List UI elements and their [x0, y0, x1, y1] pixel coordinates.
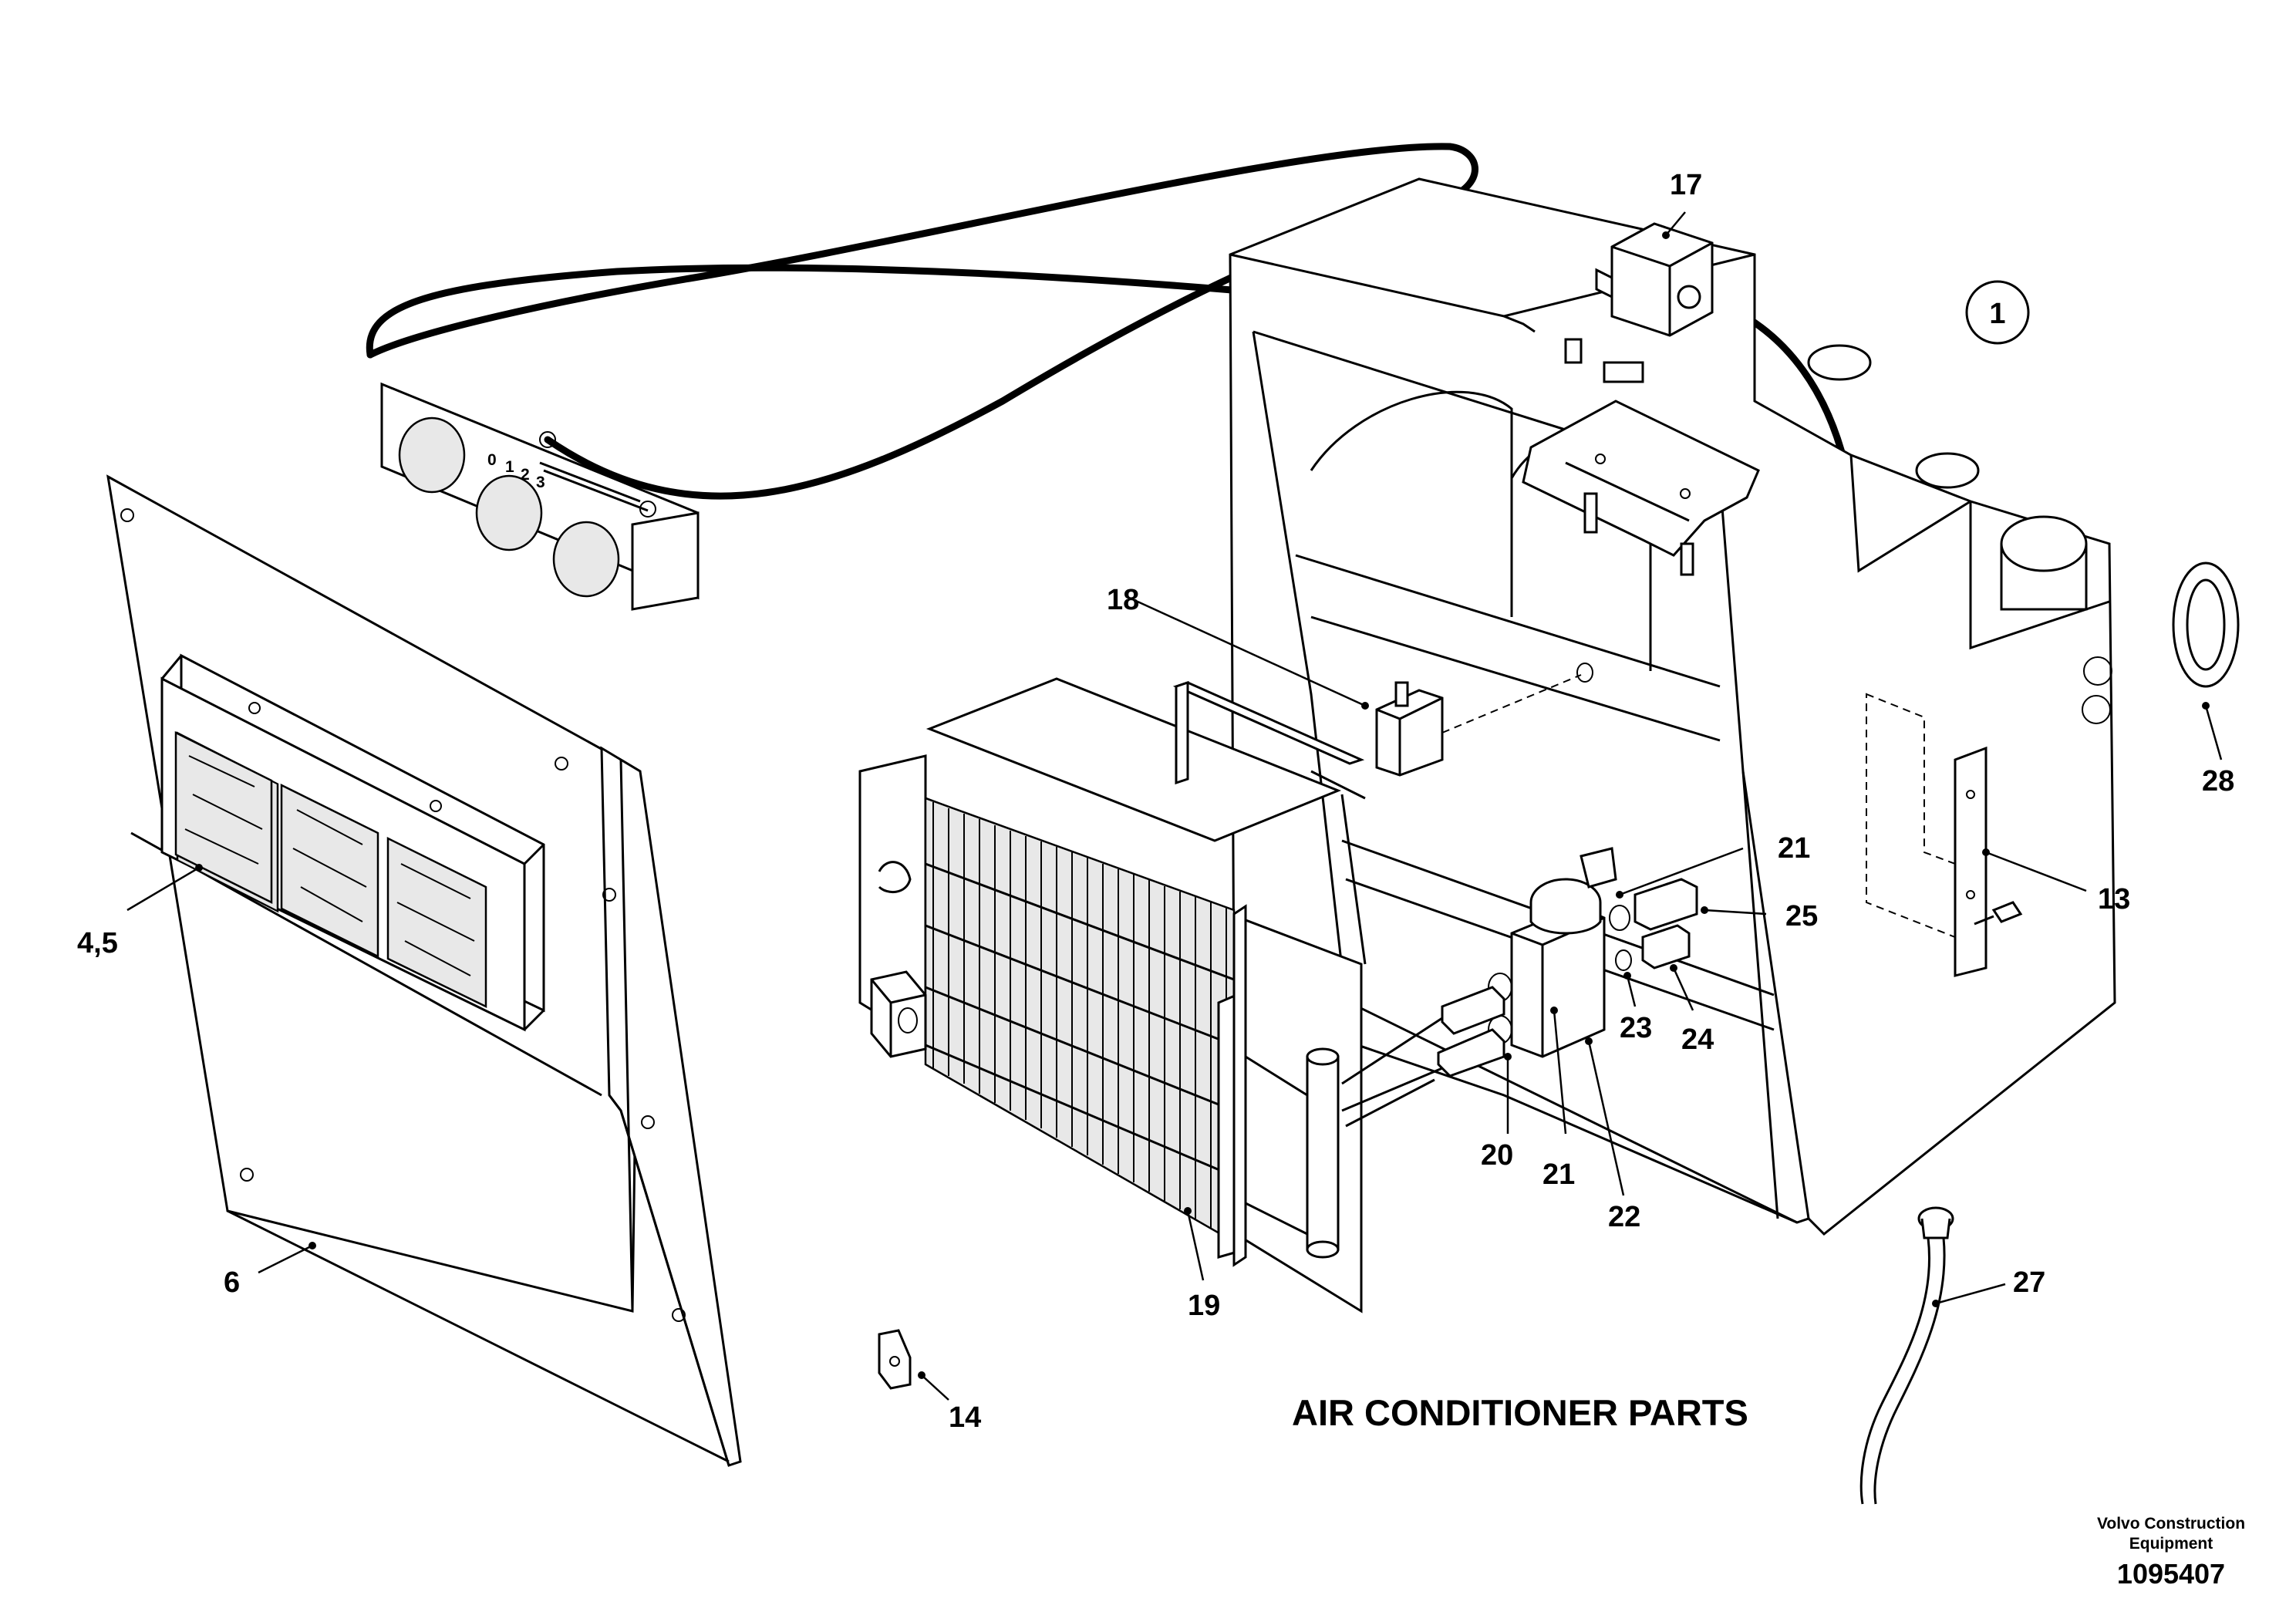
- callout-24: 24: [1681, 1023, 1714, 1056]
- callout-23: 23: [1620, 1012, 1652, 1044]
- callout-21-lower: 21: [1542, 1158, 1575, 1191]
- footer-company-line1: Volvo Construction: [2097, 1515, 2245, 1533]
- part-18-relay: [1375, 663, 1593, 777]
- callout-19: 19: [1188, 1290, 1220, 1322]
- view-marker: 1: [1965, 280, 2030, 345]
- expansion-valve-assembly: [1341, 847, 1698, 1128]
- screw-icon: [1974, 901, 2023, 926]
- callout-17: 17: [1670, 169, 1702, 201]
- dial-mark-3: 3: [536, 474, 545, 491]
- callout-18: 18: [1107, 584, 1139, 616]
- footer-company-line2: Equipment: [2129, 1535, 2213, 1553]
- callout-labels: 4,5 6 13 14 17 18 19 20 21 21 22 23 24 2…: [77, 169, 2234, 1434]
- callout-21-upper: 21: [1778, 832, 1810, 865]
- view-marker-label: 1: [1989, 298, 2005, 330]
- callout-27: 27: [2013, 1266, 2045, 1299]
- callout-14: 14: [949, 1401, 981, 1434]
- part-14-clip: [870, 970, 927, 1390]
- control-panel: 0 1 2 3: [380, 382, 700, 611]
- callout-13: 13: [2098, 883, 2130, 916]
- dial-mark-2: 2: [521, 466, 530, 484]
- leader-lines: [126, 211, 2223, 1401]
- part-27-drain-hose: [1859, 1206, 1954, 1505]
- callout-28: 28: [2202, 765, 2234, 798]
- callout-22: 22: [1608, 1201, 1640, 1233]
- callout-4-5: 4,5: [77, 927, 118, 959]
- dial-mark-1: 1: [505, 458, 514, 476]
- main-housing: [1229, 177, 2116, 1236]
- part-28-grommet: [2172, 561, 2240, 688]
- callout-6: 6: [224, 1266, 240, 1299]
- diagram-title: AIR CONDITIONER PARTS: [1292, 1392, 1748, 1433]
- footer-block: Volvo Construction Equipment 1095407: [2097, 1515, 2245, 1590]
- part-17-connector-box: [1595, 222, 1714, 337]
- part-19-evaporator-core: [858, 677, 1367, 1313]
- callout-25: 25: [1785, 900, 1818, 932]
- footer-drawing-number: 1095407: [2117, 1558, 2225, 1590]
- mounting-bracket: [1522, 338, 1760, 576]
- dial-mark-0: 0: [487, 451, 497, 469]
- callout-20: 20: [1481, 1139, 1513, 1172]
